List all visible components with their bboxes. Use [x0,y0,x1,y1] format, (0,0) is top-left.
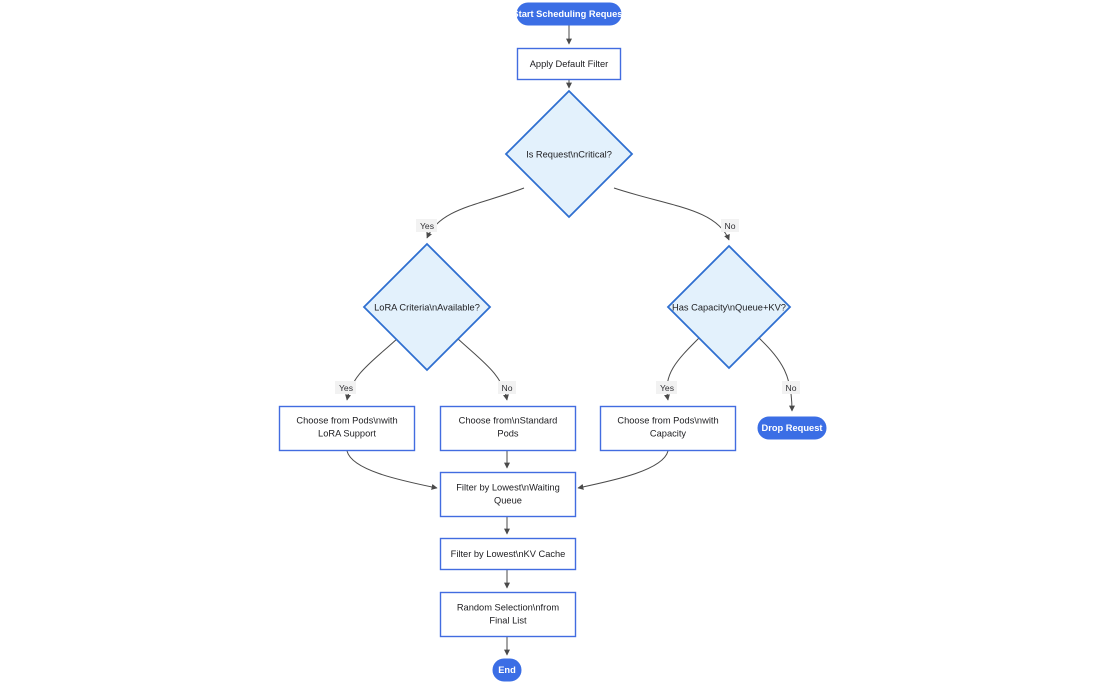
edge-pool-capacity-to-filter-queue [577,450,669,490]
node-choose-pods-capacity-line2: Capacity [650,428,687,438]
node-start[interactable]: Start Scheduling Request [512,2,626,26]
node-apply-default-filter-label: Apply Default Filter [530,59,609,69]
node-choose-pods-capacity-shape[interactable] [599,405,737,452]
node-is-request-critical-label: Is Request\nCritical? [526,149,612,159]
node-choose-standard-pods-shape[interactable] [439,405,577,452]
edge-label-bg [721,219,739,232]
node-end[interactable]: End [492,658,522,682]
node-filter-kv-cache[interactable]: Filter by Lowest\nKV Cache [439,537,577,571]
node-choose-pods-capacity-line1: Choose from Pods\nwith [617,415,718,425]
edge-is-critical-yes-to-lora-criteria [426,187,525,239]
edge-label-text: No [786,383,797,393]
node-filter-waiting-queue-line2: Queue [494,495,522,505]
node-choose-pods-lora-support[interactable]: Choose from Pods\nwith LoRA Support [278,405,416,452]
edge-layer [345,25,795,656]
edge-label-bg [782,381,800,394]
node-apply-default-filter[interactable]: Apply Default Filter [516,47,622,81]
node-filter-waiting-queue-line1: Filter by Lowest\nWaiting [456,482,560,492]
edge-label-is-critical-yes: Yes [416,219,437,232]
edge-label-bg [498,381,516,394]
node-start-shape[interactable] [516,2,622,26]
node-choose-pods-capacity[interactable]: Choose from Pods\nwith Capacity [599,405,737,452]
node-apply-default-filter-shape[interactable] [516,47,622,81]
node-has-capacity-label: Has Capacity\nQueue+KV? [672,302,786,312]
edge-label-text: No [725,221,736,231]
edge-label-has-capacity-no: No [782,381,800,394]
node-has-capacity[interactable]: Has Capacity\nQueue+KV? [666,244,792,370]
node-filter-waiting-queue[interactable]: Filter by Lowest\nWaiting Queue [439,471,577,518]
edge-label-bg [335,381,356,394]
edge-label-lora-criteria-no: No [498,381,516,394]
node-drop-request[interactable]: Drop Request [757,416,827,440]
edge-label-layer: Yes No Yes No Yes No [335,219,800,394]
node-drop-request-label: Drop Request [762,423,823,433]
node-start-label: Start Scheduling Request [512,9,625,19]
node-end-shape[interactable] [492,658,522,682]
edge-is-critical-no-to-has-capacity [613,187,730,241]
node-has-capacity-shape[interactable] [666,244,792,370]
edge-label-text: No [502,383,513,393]
node-lora-criteria-available-shape[interactable] [362,242,492,372]
node-is-request-critical-shape[interactable] [504,89,634,219]
edge-label-lora-criteria-yes: Yes [335,381,356,394]
node-filter-kv-cache-shape[interactable] [439,537,577,571]
node-choose-pods-lora-support-line1: Choose from Pods\nwith [296,415,397,425]
edge-label-text: Yes [420,221,434,231]
node-random-selection-line2: Final List [489,615,527,625]
edge-label-bg [656,381,677,394]
node-lora-criteria-available-label: LoRA Criteria\nAvailable? [374,302,480,312]
node-drop-request-shape[interactable] [757,416,827,440]
edge-label-is-critical-no: No [721,219,739,232]
node-choose-standard-pods[interactable]: Choose from\nStandard Pods [439,405,577,452]
edge-label-has-capacity-yes: Yes [656,381,677,394]
node-choose-pods-lora-support-line2: LoRA Support [318,428,376,438]
node-random-selection[interactable]: Random Selection\nfrom Final List [439,591,577,638]
node-layer: Start Scheduling Request Apply Default F… [278,2,827,682]
node-choose-pods-lora-support-shape[interactable] [278,405,416,452]
node-choose-standard-pods-line1: Choose from\nStandard [459,415,558,425]
edge-pool-lora-to-filter-queue [346,450,438,490]
edge-label-bg [416,219,437,232]
node-filter-waiting-queue-shape[interactable] [439,471,577,518]
node-end-label: End [498,665,516,675]
edge-label-text: Yes [339,383,353,393]
node-lora-criteria-available[interactable]: LoRA Criteria\nAvailable? [362,242,492,372]
edge-has-capacity-no-to-drop-request [757,336,795,412]
node-random-selection-shape[interactable] [439,591,577,638]
node-filter-kv-cache-label: Filter by Lowest\nKV Cache [451,549,566,559]
edge-label-text: Yes [660,383,674,393]
node-choose-standard-pods-line2: Pods [497,428,519,438]
node-is-request-critical[interactable]: Is Request\nCritical? [504,89,634,219]
node-random-selection-line1: Random Selection\nfrom [457,602,560,612]
